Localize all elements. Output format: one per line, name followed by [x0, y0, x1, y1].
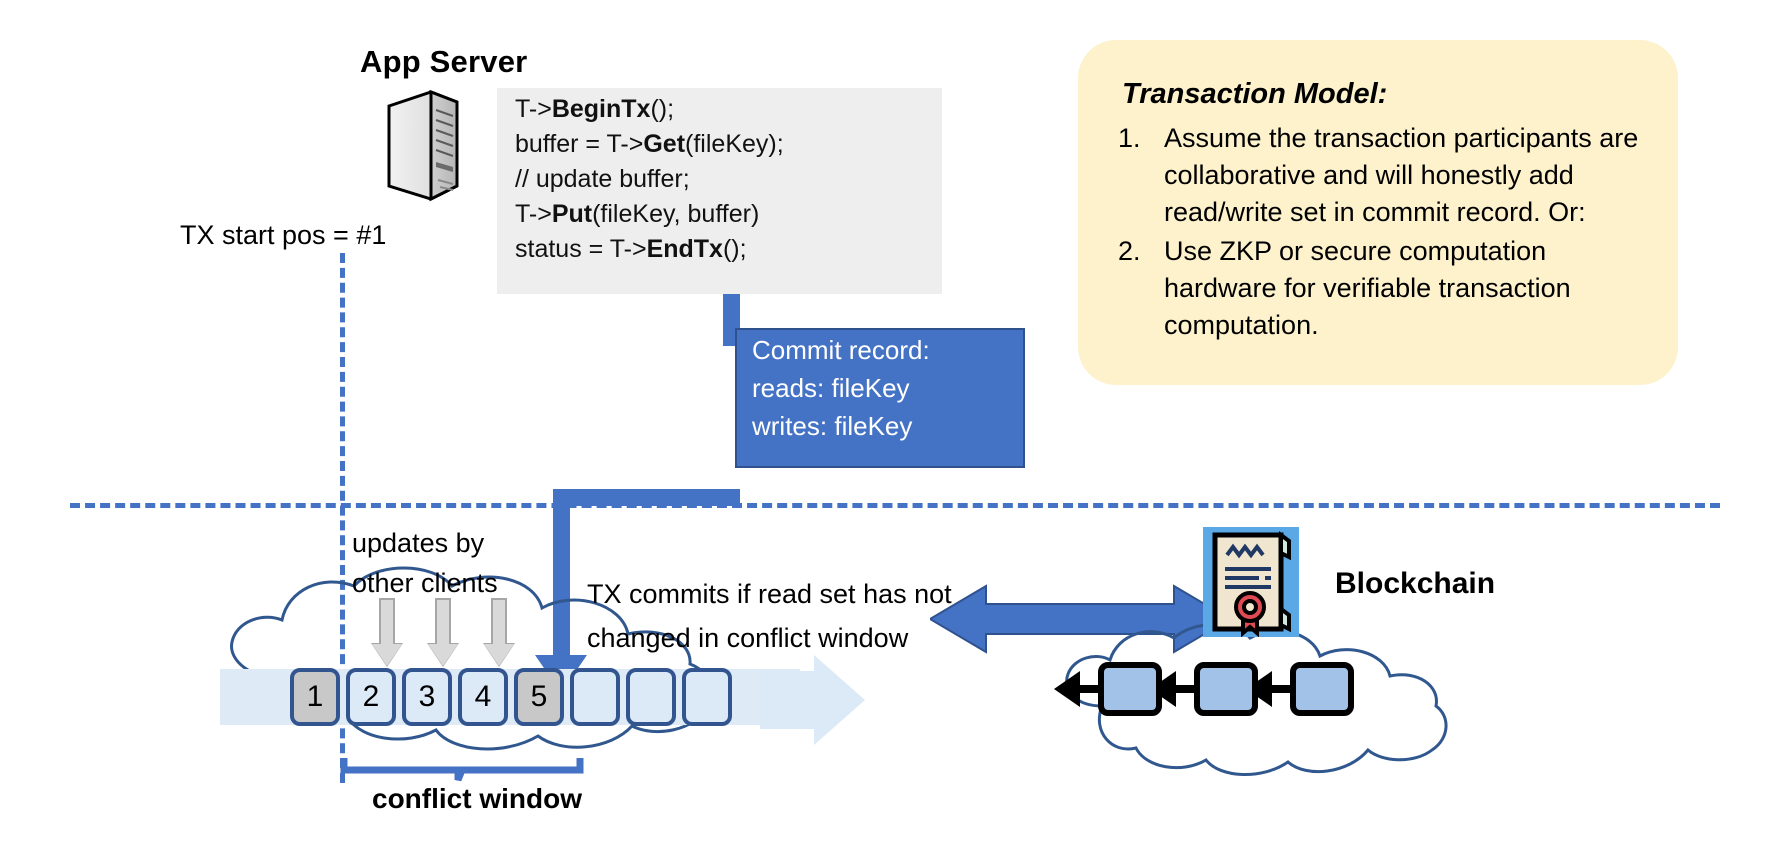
transaction-model-callout: [1078, 40, 1678, 385]
blockchain-block[interactable]: [1098, 662, 1162, 716]
log-entry-box[interactable]: [570, 668, 620, 726]
code-segment: ();: [650, 95, 675, 123]
arrow-part: [484, 644, 514, 666]
log-cloud-outline: [170, 560, 830, 755]
code-line-2: buffer = T->Get(fileKey);: [515, 127, 955, 162]
code-line-3: // update buffer;: [515, 162, 955, 197]
code-segment: (fileKey, buffer): [592, 200, 760, 228]
commit-connector-vertical: [553, 489, 570, 669]
updates-by-other-clients-label: updates by other clients: [352, 523, 498, 603]
list-text: Assume the transaction participants are …: [1164, 123, 1639, 227]
code-segment: buffer = T->: [515, 130, 644, 158]
commit-connector-horizontal: [553, 489, 740, 506]
commit-record-writes: writes: fileKey: [752, 411, 913, 441]
blockchain-link-arrowhead: [1054, 671, 1080, 707]
update-arrows: [340, 598, 620, 673]
tx-commits-line2: changed in conflict window: [587, 623, 909, 653]
code-block-background: [497, 88, 942, 294]
tx-start-pos-label: TX start pos = #1: [180, 220, 387, 250]
commit-record-title: Commit record:: [752, 335, 930, 365]
code-keyword: EndTx: [646, 235, 723, 263]
arrow-part: [372, 644, 402, 666]
certificate-seal-icon: [1203, 527, 1299, 638]
commit-record-reads: reads: fileKey: [752, 373, 910, 403]
code-segment: T->: [515, 95, 552, 123]
code-line-5: status = T->EndTx();: [515, 232, 955, 267]
list-number: 1.: [1118, 123, 1141, 153]
log-entry-box[interactable]: 3: [402, 668, 452, 726]
conflict-window-label: conflict window: [372, 783, 582, 814]
arrow-part: [379, 598, 395, 646]
transaction-model-item-1: 1. Assume the transaction participants ar…: [1118, 120, 1663, 231]
tx-commits-condition-label: TX commits if read set has not changed i…: [587, 572, 952, 660]
tx-commits-line1: TX commits if read set has not: [587, 579, 952, 609]
code-segment: ();: [722, 235, 747, 263]
arrow-part: [435, 598, 451, 646]
blockchain-blocks: [1040, 640, 1460, 740]
blockchain-block[interactable]: [1290, 662, 1354, 716]
updates-label-line1: updates by: [352, 528, 485, 558]
code-keyword: Get: [643, 130, 686, 158]
conflict-window-brace: [340, 756, 590, 782]
log-continues-arrow: [760, 655, 870, 745]
list-text: Use ZKP or secure computation hardware f…: [1164, 236, 1571, 340]
log-entry-box[interactable]: 5: [514, 668, 564, 726]
blockchain-block[interactable]: [1194, 662, 1258, 716]
code-segment: // update buffer;: [515, 165, 690, 193]
commit-record-box: [735, 328, 1025, 468]
blockchain-link-arrow: [1068, 685, 1100, 693]
blockchain-link-arrow: [1260, 685, 1292, 693]
code-keyword: BeginTx: [551, 95, 651, 123]
log-entry-box[interactable]: 1: [290, 668, 340, 726]
transaction-model-list: 1. Assume the transaction participants ar…: [1118, 120, 1663, 346]
arrow-part: [491, 598, 507, 646]
code-keyword: Put: [551, 200, 593, 228]
server-tower-icon: [383, 88, 463, 203]
blockchain-label: Blockchain: [1335, 567, 1496, 600]
tx-start-dashed-line: [340, 253, 345, 783]
code-segment: status = T->: [515, 235, 647, 263]
updates-label-line2: other clients: [352, 568, 498, 598]
commit-record-text: Commit record: reads: fileKey writes: fi…: [752, 331, 1032, 445]
blockchain-cloud-outline: [1040, 620, 1460, 785]
log-entry-box[interactable]: 2: [346, 668, 396, 726]
log-entry-box[interactable]: 4: [458, 668, 508, 726]
code-line-4: T->Put(fileKey, buffer): [515, 197, 955, 232]
log-entry-box[interactable]: [626, 668, 676, 726]
transaction-model-item-2: 2. Use ZKP or secure computation hardware…: [1118, 233, 1663, 344]
transaction-model-title: Transaction Model:: [1122, 78, 1388, 110]
code-block-text: T->BeginTx();buffer = T->Get(fileKey);//…: [515, 92, 955, 267]
code-segment: T->: [515, 200, 552, 228]
layer-separator-dashed-line: [70, 503, 1720, 508]
blockchain-link-arrow: [1164, 685, 1196, 693]
arrow-part: [428, 644, 458, 666]
list-number: 2.: [1118, 236, 1141, 266]
log-entry-box[interactable]: [682, 668, 732, 726]
app-server-title: App Server: [360, 44, 528, 79]
code-segment: (fileKey);: [685, 130, 784, 158]
code-line-1: T->BeginTx();: [515, 92, 955, 127]
